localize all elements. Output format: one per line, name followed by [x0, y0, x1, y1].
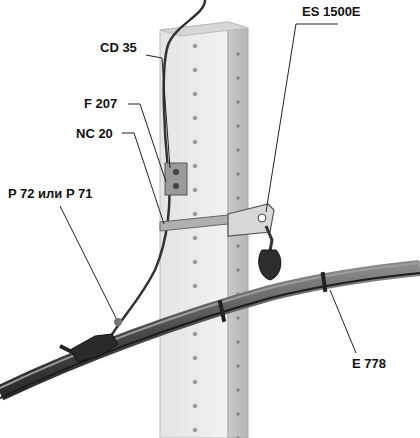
part-label: F 207 — [84, 96, 117, 111]
part-label: P 72 или P 71 — [8, 186, 92, 201]
part-label: ES 1500E — [302, 4, 361, 19]
e778-tie — [321, 272, 328, 292]
part-label: E 778 — [352, 356, 386, 371]
leader-dot — [114, 318, 122, 326]
part-label: NC 20 — [76, 126, 113, 141]
cd35-plate — [165, 163, 187, 195]
p72-clamp — [70, 334, 118, 362]
suspension-clamp — [259, 250, 281, 280]
cable-bundle — [0, 268, 420, 393]
part-label: CD 35 — [100, 40, 137, 55]
pole-holes — [193, 44, 240, 438]
leader-lines — [60, 24, 356, 353]
